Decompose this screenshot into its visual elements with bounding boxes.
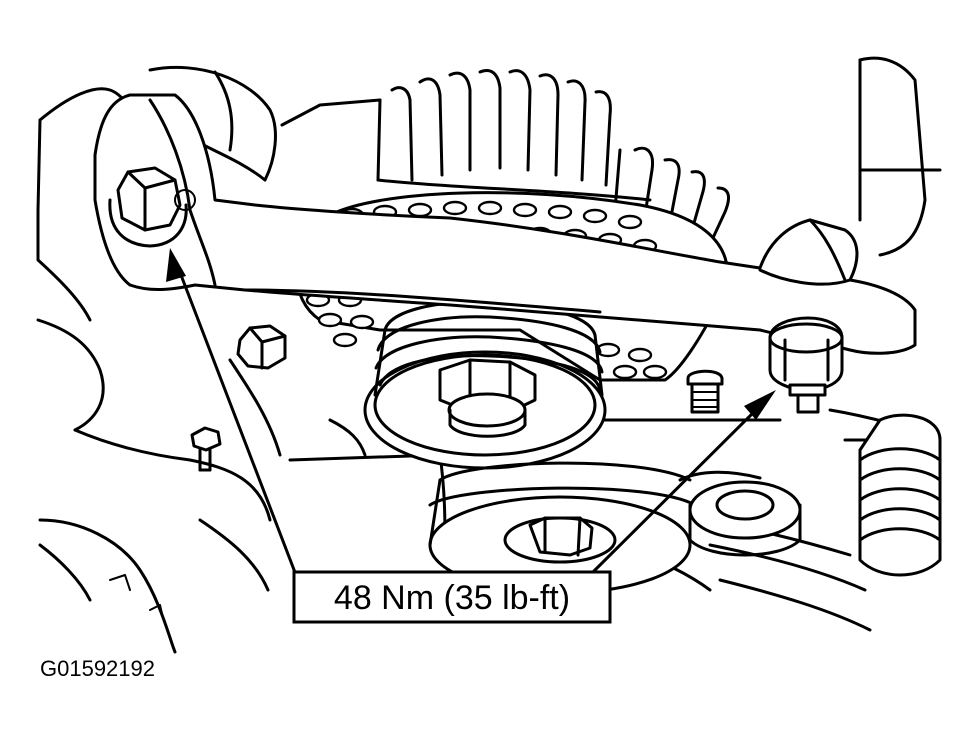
- right-arrowhead: [744, 390, 776, 420]
- right-pulley: [688, 480, 802, 557]
- figure-id-label: G01592192: [40, 656, 155, 681]
- right-ribbed-pulley: [858, 413, 942, 577]
- torque-callout-box: [292, 570, 612, 624]
- strut-bracket: [93, 93, 917, 355]
- right-bracket-nut: [768, 316, 844, 414]
- small-fasteners: [190, 324, 724, 472]
- idler-pulley: [428, 461, 697, 595]
- left-bracket-bolt: [108, 166, 196, 248]
- left-leader-line: [174, 260, 298, 577]
- right-leader-line: [588, 400, 766, 577]
- left-arrowhead: [166, 248, 186, 282]
- torque-value-label: 48 Nm (35 lb-ft): [334, 579, 570, 617]
- pump-fins: [376, 69, 730, 242]
- torque-callout: 48 Nm (35 lb-ft): [292, 570, 612, 624]
- main-pulley: [363, 300, 607, 470]
- callout-leaders: [166, 248, 776, 577]
